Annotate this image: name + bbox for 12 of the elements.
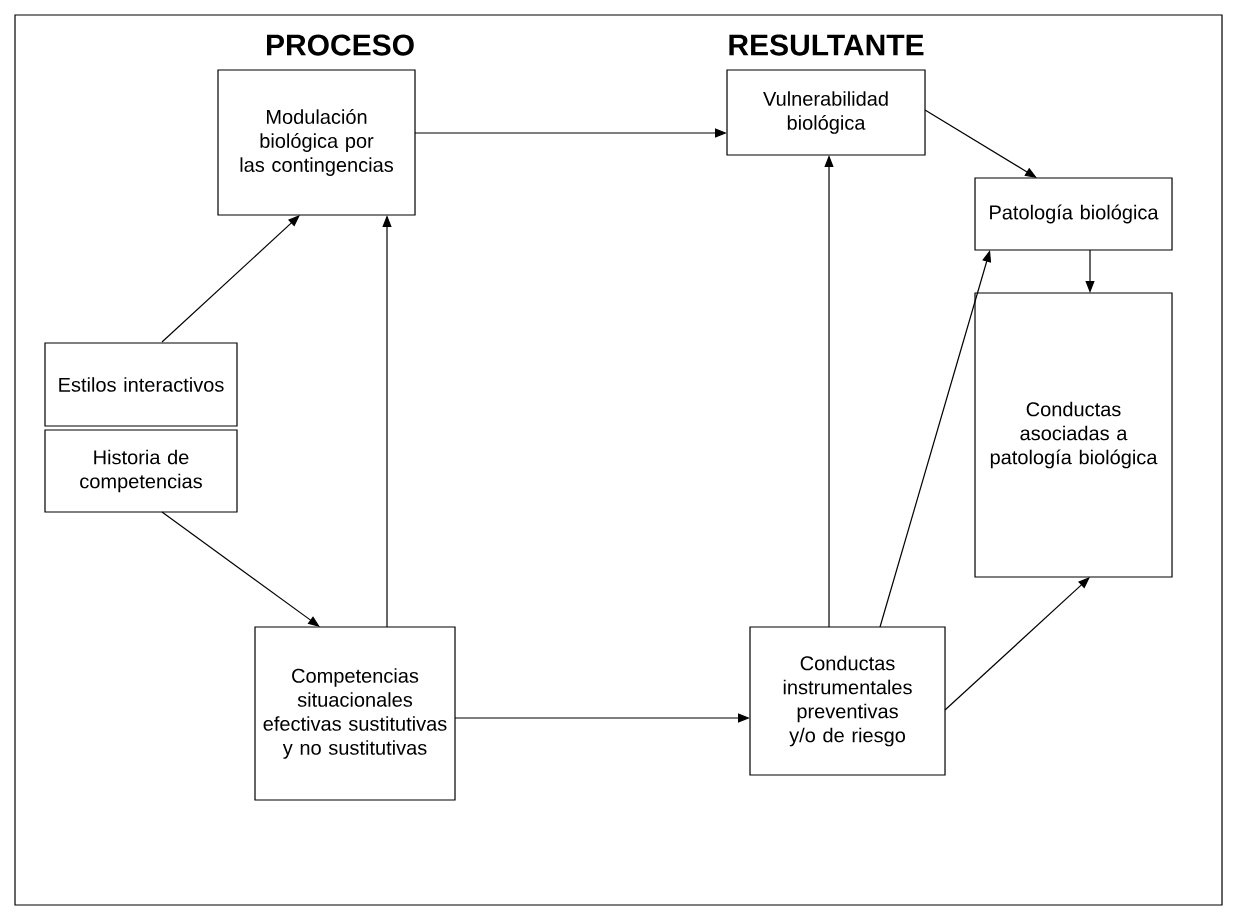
process-box: Historia de competencias	[44, 429, 238, 513]
process-box: Modulación biológica por las contingencias	[217, 69, 416, 216]
arrow	[161, 511, 320, 627]
process-box: Competencias situacionales efectivas sustitutivas y no sustitutivas	[254, 626, 456, 801]
process-box: Patología biológica	[974, 177, 1173, 251]
process-box: Conductas instrumentales preventivas y/o de riesgo	[749, 626, 946, 776]
process-box: Estilos interactivos	[44, 342, 238, 427]
arrow	[924, 109, 1037, 178]
arrow	[161, 215, 300, 343]
process-box: Vulnerabilidad biológica	[726, 69, 926, 156]
arrow	[944, 577, 1090, 711]
process-box: Conductas asociadas a patología biológica	[974, 292, 1173, 578]
